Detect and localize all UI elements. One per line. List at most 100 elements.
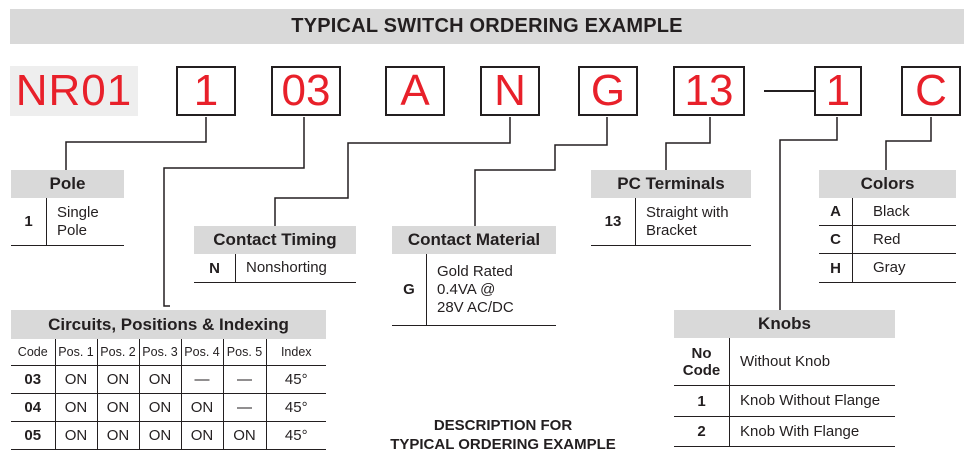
pole-desc: Single Pole [47,204,99,240]
knobs-desc: Knob Without Flange [740,392,881,409]
code-prefix: NR01 [10,66,138,116]
table-cell: ON [181,421,224,450]
table-row: G Gold Rated 0.4VA @ 28V AC/DC [392,254,556,326]
table-cell: ON [97,393,140,422]
code-box-circuits: 03 [271,66,341,116]
colors-table: Colors A Black C Red H Gray [819,170,956,283]
table-cell: 45° [266,365,326,394]
column-header: Pos. 2 [97,339,140,366]
code-box-knob-style: A [385,66,445,116]
table-row: 1 Single Pole [11,198,124,246]
knobs-code: 1 [674,386,730,416]
connector-pole [65,117,207,170]
circuits-grid: Code Pos. 1 Pos. 2 Pos. 3 Pos. 4 Pos. 5 … [11,339,326,450]
colors-code: H [819,254,853,282]
description-caption: DESCRIPTION FOR TYPICAL ORDERING EXAMPLE [380,416,626,454]
table-row: A Black [819,198,956,226]
table-row: N Nonshorting [194,254,356,283]
contact-material-header: Contact Material [392,226,556,254]
colors-desc: Black [873,202,910,220]
page-title: TYPICAL SWITCH ORDERING EXAMPLE [10,9,964,44]
connector-knobs [779,117,838,310]
pole-desc-line: Single [57,203,99,221]
connector-pc-terminals [665,117,711,170]
contact-material-desc-line: Gold Rated [437,262,513,280]
table-row: 1 Knob Without Flange [674,386,895,417]
pole-header: Pole [11,170,124,198]
description-caption-line: DESCRIPTION FOR [433,417,573,434]
colors-desc: Gray [873,259,906,276]
table-cell: ON [139,421,182,450]
pc-terminals-desc-line: Bracket [646,221,697,239]
table-cell: ON [97,421,140,450]
table-cell: ON [97,365,140,394]
table-cell: 04 [11,393,56,422]
colors-code: C [819,226,853,253]
connector-circuits [163,117,305,307]
code-box-contact-material: G [578,66,638,116]
contact-material-desc-line: 28V AC/DC [437,298,514,316]
code-dash [764,90,816,92]
table-cell: 45° [266,421,326,450]
connector-contact-material [474,117,608,226]
knobs-header: Knobs [674,310,895,338]
knobs-desc: Without Knob [740,352,831,370]
table-cell: ON [181,393,224,422]
connector-contact-timing [274,117,511,226]
table-row: 04 ON ON ON ON — 45° [11,393,326,422]
table-row: 03 ON ON ON — — 45° [11,365,326,394]
description-caption-line: TYPICAL ORDERING EXAMPLE [390,436,616,453]
table-cell: ON [55,393,98,422]
table-cell: ON [223,421,267,450]
contact-timing-desc: Nonshorting [246,259,327,276]
pole-desc-line: Pole [57,221,88,239]
contact-material-desc-line: 0.4VA @ [437,280,496,298]
column-header: Pos. 1 [55,339,98,366]
table-cell: — [223,393,267,422]
circuits-column-headers: Code Pos. 1 Pos. 2 Pos. 3 Pos. 4 Pos. 5 … [11,339,326,366]
code-box-knobs: 1 [814,66,862,116]
contact-timing-table: Contact Timing N Nonshorting [194,226,356,283]
table-row: No Code Without Knob [674,338,895,386]
pole-code: 1 [11,198,47,245]
table-cell: 03 [11,365,56,394]
table-cell: 45° [266,393,326,422]
connector-colors [885,117,932,170]
table-cell: ON [139,393,182,422]
column-header: Code [11,339,56,366]
table-row: 05 ON ON ON ON ON 45° [11,421,326,450]
contact-material-desc: Gold Rated 0.4VA @ 28V AC/DC [427,263,514,317]
knobs-code: 2 [674,417,730,446]
circuits-table: Circuits, Positions & Indexing Code Pos.… [11,310,326,450]
code-box-pc-terminals: 13 [673,66,745,116]
contact-timing-header: Contact Timing [194,226,356,254]
table-row: 13 Straight with Bracket [591,198,751,246]
knobs-code-line: Code [682,361,721,379]
table-cell: 05 [11,421,56,450]
code-box-pole: 1 [176,66,236,116]
pole-table: Pole 1 Single Pole [11,170,124,246]
knobs-code-line: No [691,344,712,362]
knobs-desc: Knob With Flange [740,422,860,440]
contact-timing-code: N [194,254,236,282]
pc-terminals-table: PC Terminals 13 Straight with Bracket [591,170,751,246]
column-header: Pos. 3 [139,339,182,366]
knobs-code: No Code [674,338,730,385]
colors-code: A [819,198,853,225]
table-cell: ON [55,421,98,450]
colors-header: Colors [819,170,956,198]
table-cell: — [181,365,224,394]
table-cell: ON [55,365,98,394]
contact-material-code: G [392,254,427,325]
table-cell: — [223,365,267,394]
table-cell: ON [139,365,182,394]
code-box-contact-timing: N [480,66,540,116]
column-header: Pos. 4 [181,339,224,366]
circuits-header: Circuits, Positions & Indexing [11,310,326,339]
contact-material-table: Contact Material G Gold Rated 0.4VA @ 28… [392,226,556,326]
pc-terminals-header: PC Terminals [591,170,751,198]
table-row: H Gray [819,254,956,283]
column-header: Index [266,339,326,366]
table-row: C Red [819,226,956,254]
